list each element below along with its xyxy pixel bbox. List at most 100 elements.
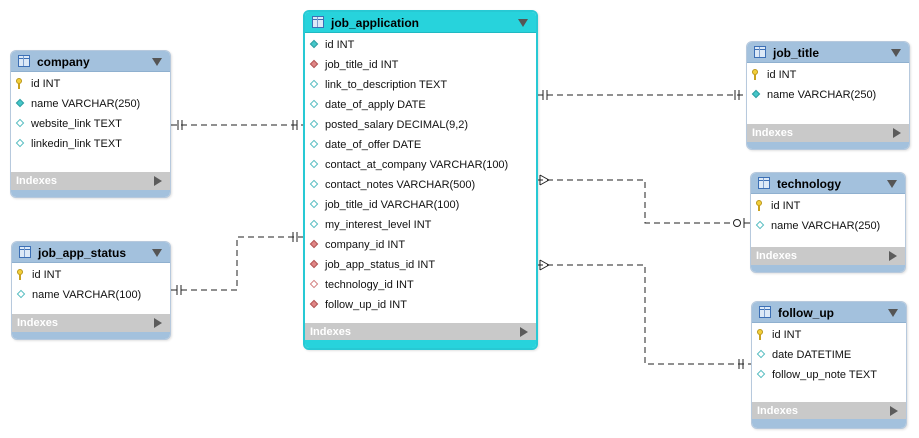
nullable-column-icon (309, 199, 319, 209)
table-icon (312, 16, 324, 28)
relationship-job-application-job-title[interactable] (537, 90, 746, 100)
table-company[interactable]: company id INT name VARCHAR(250) website… (10, 50, 171, 198)
column-label: technology_id INT (325, 279, 414, 291)
table-name: job_title (773, 46, 820, 60)
expand-arrow-icon[interactable] (889, 251, 897, 261)
foreign-key-icon (309, 299, 319, 309)
indexes-bar[interactable]: Indexes (305, 323, 536, 341)
table-icon (754, 46, 766, 58)
indexes-bar[interactable]: Indexes (747, 124, 909, 142)
column-row[interactable]: link_to_description TEXT (305, 75, 536, 95)
column-row[interactable]: id INT (752, 325, 906, 345)
table-header[interactable]: job_title (747, 42, 909, 63)
column-row[interactable]: date_of_offer DATE (305, 135, 536, 155)
expand-arrow-icon[interactable] (520, 327, 528, 337)
table-job-title[interactable]: job_title id INT name VARCHAR(250) Index… (746, 41, 910, 150)
table-name: technology (777, 177, 842, 191)
collapse-triangle-icon[interactable] (888, 309, 898, 317)
column-row[interactable]: job_title_id VARCHAR(100) (305, 195, 536, 215)
column-label: date_of_apply DATE (325, 99, 426, 111)
column-label: id INT (325, 39, 355, 51)
column-row[interactable]: name VARCHAR(100) (12, 285, 170, 305)
relationship-company-job-application[interactable] (171, 120, 304, 130)
table-header[interactable]: job_app_status (12, 242, 170, 263)
table-header[interactable]: follow_up (752, 302, 906, 323)
indexes-bar[interactable]: Indexes (751, 247, 905, 265)
table-job-app-status[interactable]: job_app_status id INT name VARCHAR(100) … (11, 241, 171, 340)
column-row[interactable]: id INT (747, 65, 909, 85)
collapse-triangle-icon[interactable] (152, 249, 162, 257)
column-label: id INT (771, 200, 801, 212)
column-row[interactable]: date_of_apply DATE (305, 95, 536, 115)
nullable-column-icon (309, 159, 319, 169)
relationship-job-application-technology[interactable] (537, 174, 750, 228)
nullable-foreign-key-icon (309, 279, 319, 289)
table-header[interactable]: job_application (305, 12, 536, 33)
nullable-column-icon (309, 99, 319, 109)
collapse-triangle-icon[interactable] (518, 19, 528, 27)
indexes-label: Indexes (310, 326, 351, 338)
primary-key-icon (15, 78, 23, 89)
column-row[interactable]: name VARCHAR(250) (751, 216, 905, 236)
column-diamond-icon (309, 39, 319, 49)
nullable-column-icon (16, 289, 26, 299)
indexes-bar[interactable]: Indexes (12, 314, 170, 332)
column-row[interactable]: job_app_status_id INT (305, 255, 536, 275)
table-technology[interactable]: technology id INT name VARCHAR(250) Inde… (750, 172, 906, 273)
column-label: id INT (767, 69, 797, 81)
column-row[interactable]: id INT (12, 265, 170, 285)
table-icon (758, 177, 770, 189)
nullable-column-icon (309, 219, 319, 229)
relationship-job-app-status-job-application[interactable] (171, 232, 304, 295)
collapse-triangle-icon[interactable] (887, 180, 897, 188)
nullable-column-icon (309, 79, 319, 89)
column-label: id INT (31, 78, 61, 90)
primary-key-icon (751, 69, 759, 80)
expand-arrow-icon[interactable] (154, 318, 162, 328)
collapse-triangle-icon[interactable] (891, 49, 901, 57)
nullable-column-icon (15, 118, 25, 128)
expand-arrow-icon[interactable] (890, 406, 898, 416)
nullable-column-icon (309, 119, 319, 129)
nullable-column-icon (309, 179, 319, 189)
column-row[interactable]: technology_id INT (305, 275, 536, 295)
column-row[interactable]: company_id INT (305, 235, 536, 255)
nullable-column-icon (756, 349, 766, 359)
column-row[interactable]: contact_notes VARCHAR(500) (305, 175, 536, 195)
expand-arrow-icon[interactable] (893, 128, 901, 138)
table-name: company (37, 55, 90, 69)
indexes-label: Indexes (757, 405, 798, 417)
column-row[interactable]: date DATETIME (752, 345, 906, 365)
indexes-label: Indexes (16, 175, 57, 187)
primary-key-icon (755, 200, 763, 211)
column-row[interactable]: contact_at_company VARCHAR(100) (305, 155, 536, 175)
column-row[interactable]: linkedin_link TEXT (11, 134, 170, 154)
column-row[interactable]: website_link TEXT (11, 114, 170, 134)
collapse-triangle-icon[interactable] (152, 58, 162, 66)
column-row[interactable]: job_title_id INT (305, 55, 536, 75)
column-row[interactable]: name VARCHAR(250) (11, 94, 170, 114)
column-row[interactable]: id INT (751, 196, 905, 216)
column-row[interactable]: follow_up_id INT (305, 295, 536, 315)
primary-key-icon (16, 269, 24, 280)
indexes-bar[interactable]: Indexes (11, 172, 170, 190)
column-label: job_app_status_id INT (325, 259, 436, 271)
primary-key-icon (756, 329, 764, 340)
column-row[interactable]: follow_up_note TEXT (752, 365, 906, 385)
indexes-bar[interactable]: Indexes (752, 402, 906, 420)
column-row[interactable]: id INT (305, 35, 536, 55)
table-header[interactable]: technology (751, 173, 905, 194)
column-row[interactable]: posted_salary DECIMAL(9,2) (305, 115, 536, 135)
foreign-key-icon (309, 239, 319, 249)
table-follow-up[interactable]: follow_up id INT date DATETIME follow_up… (751, 301, 907, 429)
table-job-application[interactable]: job_application id INT job_title_id INT … (303, 10, 538, 350)
column-row[interactable]: id INT (11, 74, 170, 94)
table-icon (18, 55, 30, 67)
column-row[interactable]: my_interest_level INT (305, 215, 536, 235)
column-label: follow_up_id INT (325, 299, 407, 311)
expand-arrow-icon[interactable] (154, 176, 162, 186)
column-label: job_title_id VARCHAR(100) (325, 199, 460, 211)
relationship-job-application-follow-up[interactable] (537, 259, 751, 369)
column-row[interactable]: name VARCHAR(250) (747, 85, 909, 105)
table-header[interactable]: company (11, 51, 170, 72)
